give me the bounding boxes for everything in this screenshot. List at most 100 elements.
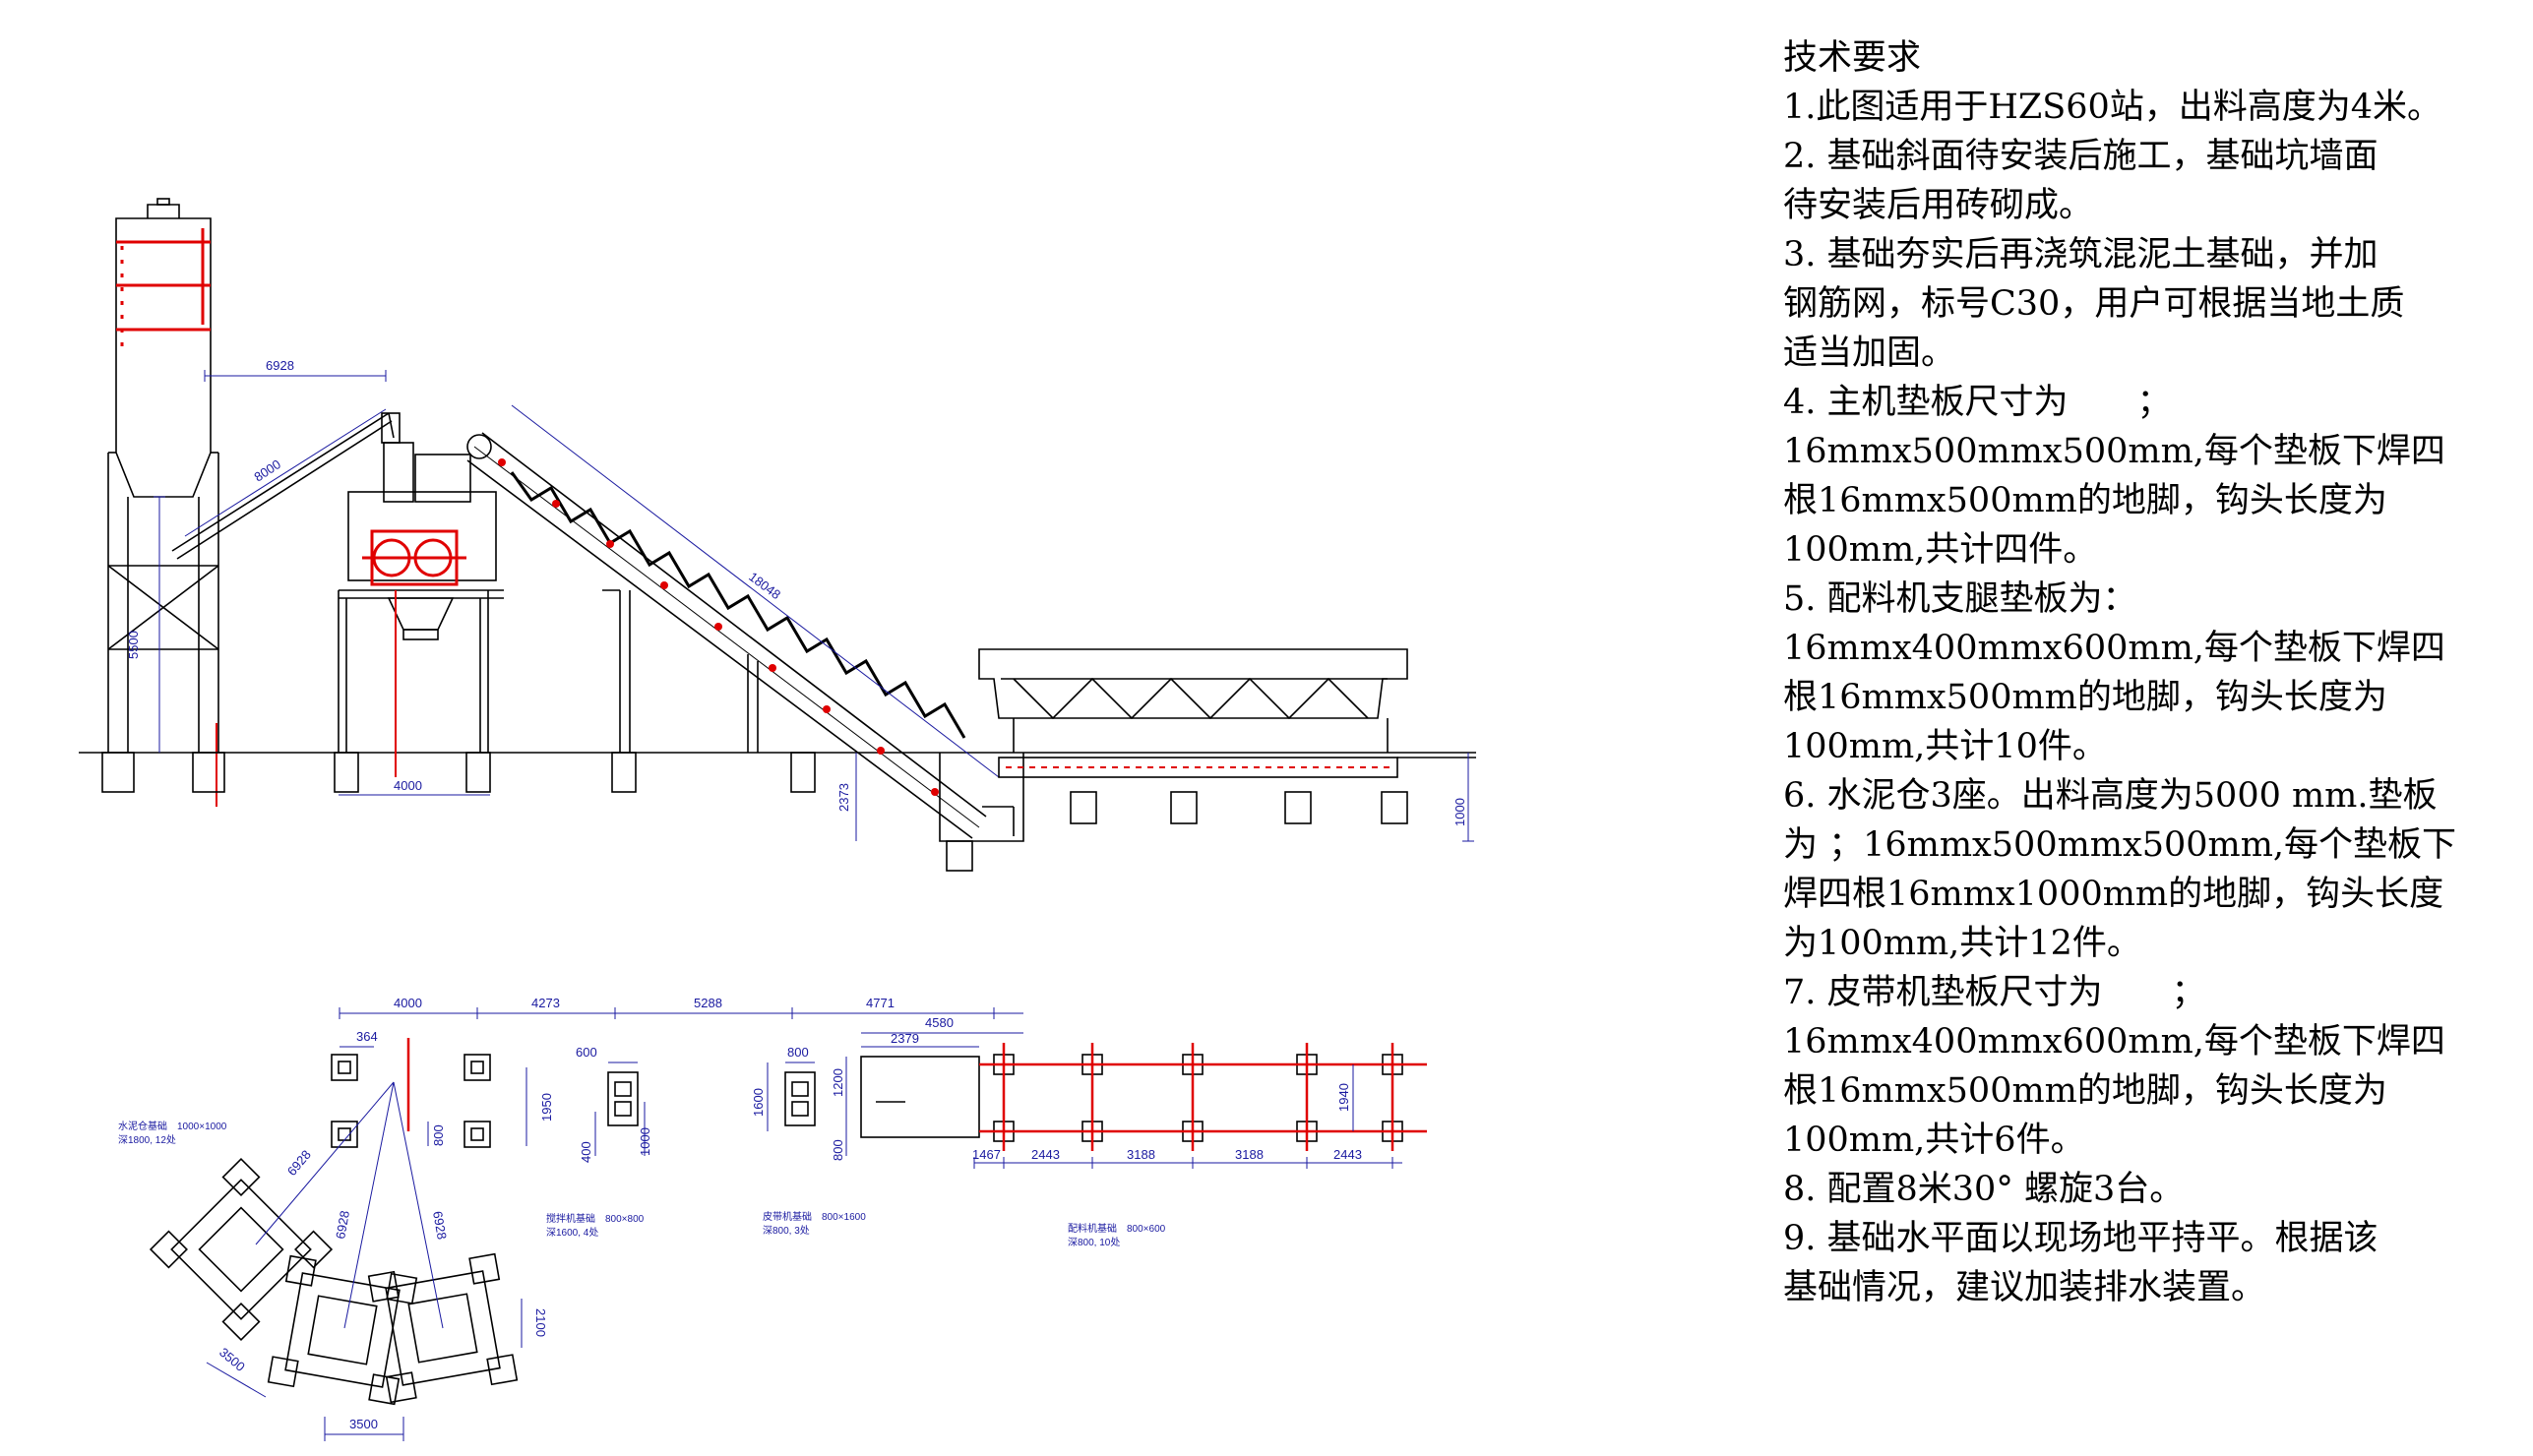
note-silo-1: 水泥仓基础 1000×1000 [118, 1120, 227, 1132]
plan-batching-pit [860, 1056, 980, 1138]
plan-dim-3500-b: 3500 [349, 1417, 378, 1431]
plan-center-lines [406, 1038, 1427, 1151]
requirements-title: 技术要求 [1783, 38, 1922, 78]
mixer-footing-left [334, 752, 359, 793]
elev-dim-6928: 6928 [266, 358, 294, 373]
plan-dim-2443-b: 2443 [1333, 1147, 1362, 1162]
requirement-line: 100mm,共计10件。 [1783, 727, 2107, 766]
requirement-line: 根16mmx500mm的地脚，钩头长度为 [1783, 1071, 2387, 1111]
plan-dim-2443-a: 2443 [1031, 1147, 1060, 1162]
screw-dim-line [184, 408, 387, 537]
plan-mixer-footing-4 [463, 1121, 491, 1148]
requirements-list: 1.此图适用于HZS60站，出料高度为4米。 2. 基础斜面待安装后施工，基础坑墙… [1783, 83, 2511, 1312]
belt-footing-2 [790, 752, 816, 793]
belt-pit [939, 753, 1024, 842]
mixer-drum [362, 529, 466, 777]
plan-dim-400: 400 [579, 1141, 593, 1163]
elevation-dimensions [154, 370, 1474, 842]
requirement-line: 适当加固。 [1783, 334, 1956, 373]
batch-footing-3 [1284, 791, 1312, 824]
plan-dim-1950: 1950 [539, 1093, 554, 1122]
plan-dim-6928-c: 6928 [430, 1210, 450, 1241]
note-mixer-1: 搅拌机基础 800×800 [546, 1212, 645, 1225]
screw-conveyor [171, 412, 395, 560]
plan-dim-4580: 4580 [925, 1015, 954, 1030]
plan-mixer-footing-2 [463, 1054, 491, 1081]
plan-dim-4771: 4771 [866, 996, 895, 1010]
cement-silo [107, 198, 219, 753]
batching-machine [978, 648, 1476, 778]
note-batch-2: 深800, 10处 [1068, 1237, 1120, 1248]
belt-footing-1 [611, 752, 637, 793]
plan-dim-6928-b: 6928 [333, 1209, 352, 1240]
elev-dim-1000: 1000 [1452, 798, 1467, 826]
requirement-line: 9. 基础水平面以现场地平持平。根据该 [1783, 1219, 2379, 1258]
belt-footing-3 [946, 840, 973, 872]
requirement-line: 8. 配置8米30° 螺旋3台。 [1783, 1170, 2185, 1209]
elev-dim-5500: 5500 [126, 631, 141, 659]
plan-dim-4273: 4273 [531, 996, 560, 1010]
requirement-line: 1.此图适用于HZS60站，出料高度为4米。 [1783, 88, 2442, 127]
requirement-line: 16mmx400mmx600mm,每个垫板下焊四 [1783, 1022, 2445, 1062]
silo-footing-left [101, 752, 135, 793]
plan-dim-800-left: 800 [431, 1124, 446, 1146]
requirement-line: 3. 基础夯实后再浇筑混泥土基础，并加 [1783, 235, 2379, 274]
elev-dim-2373: 2373 [836, 783, 851, 812]
technical-requirements: 技术要求 1.此图适用于HZS60站，出料高度为4米。 2. 基础斜面待安装后施工… [1783, 33, 2511, 1312]
elev-dim-18048: 18048 [746, 569, 783, 602]
requirement-line: 为100mm,共计12件。 [1783, 924, 2141, 963]
plan-belt-footing-1 [607, 1071, 639, 1126]
batch-footing-4 [1381, 791, 1408, 824]
plan-dim-2379: 2379 [891, 1031, 919, 1046]
requirement-line: 7. 皮带机垫板尺寸为 ； [1783, 973, 2206, 1012]
mixer-structure [338, 412, 504, 753]
plan-view [149, 1007, 1427, 1441]
plan-silo-cluster-2 [267, 1254, 418, 1406]
plan-dim-6928-a: 6928 [284, 1147, 314, 1179]
plan-silo-cluster-3 [367, 1252, 519, 1404]
plan-mixer-footing-1 [331, 1054, 358, 1081]
requirement-line: 16mmx400mmx600mm,每个垫板下焊四 [1783, 629, 2445, 668]
note-batch-1: 配料机基础 800×600 [1068, 1222, 1166, 1235]
requirement-line: 100mm,共计6件。 [1783, 1121, 2085, 1160]
plan-silo-cluster-1 [149, 1157, 334, 1342]
plan-dim-1000: 1000 [638, 1127, 652, 1156]
requirement-line: 焊四根16mmx1000mm的地脚，钩头长度 [1783, 875, 2444, 914]
requirement-line: 6. 水泥仓3座。出料高度为5000 mm.垫板 [1783, 776, 2438, 816]
batch-footing-1 [1070, 791, 1097, 824]
requirement-line: 根16mmx500mm的地脚，钩头长度为 [1783, 481, 2387, 520]
requirement-line: 2. 基础斜面待安装后施工，基础坑墙面 [1783, 137, 2379, 176]
requirement-line: 待安装后用砖砌成。 [1783, 186, 2094, 225]
plan-dim-4000: 4000 [394, 996, 422, 1010]
requirement-line: 钢筋网，标号C30，用户可根据当地土质 [1783, 284, 2405, 324]
plan-dim-1467: 1467 [972, 1147, 1001, 1162]
plan-radial-lines [255, 1081, 444, 1329]
plan-dim-364: 364 [356, 1029, 378, 1044]
note-belt-2: 深800, 3处 [763, 1225, 810, 1237]
plan-dim-1600: 1600 [751, 1088, 766, 1117]
requirement-line: 5. 配料机支腿垫板为： [1783, 579, 2137, 619]
plan-dim-1940: 1940 [1336, 1083, 1351, 1112]
plan-dim-2100: 2100 [533, 1308, 548, 1337]
requirement-line: 为 ；16mmx500mmx500mm,每个垫板下 [1783, 825, 2457, 865]
plan-dim-800-top: 800 [787, 1045, 809, 1060]
belt-dim-line [511, 404, 1000, 778]
belt-conveyor [466, 432, 1015, 839]
plan-dim-600: 600 [576, 1045, 597, 1060]
plan-dim-5288: 5288 [694, 996, 722, 1010]
silo-footing-right [192, 752, 225, 793]
requirement-line: 100mm,共计四件。 [1783, 530, 2098, 570]
batch-footing-2 [1170, 791, 1198, 824]
plan-belt-footing-2 [784, 1071, 816, 1126]
requirement-line: 4. 主机垫板尺寸为 ； [1783, 383, 2172, 422]
elev-dim-8000: 8000 [251, 456, 282, 484]
requirement-line: 根16mmx500mm的地脚，钩头长度为 [1783, 678, 2387, 717]
note-belt-1: 皮带机基础 800×1600 [763, 1210, 866, 1223]
note-mixer-2: 深1600, 4处 [546, 1227, 598, 1239]
mixer-footing-right [465, 752, 491, 793]
requirement-line: 基础情况，建议加装排水装置。 [1783, 1268, 2266, 1307]
foundation-drawing: 6928 8000 18048 5500 4000 2373 1000 [79, 198, 1476, 1441]
plan-dim-3188-b: 3188 [1235, 1147, 1264, 1162]
plan-dim-3188-a: 3188 [1127, 1147, 1155, 1162]
plan-dim-3500-a: 3500 [216, 1345, 248, 1374]
